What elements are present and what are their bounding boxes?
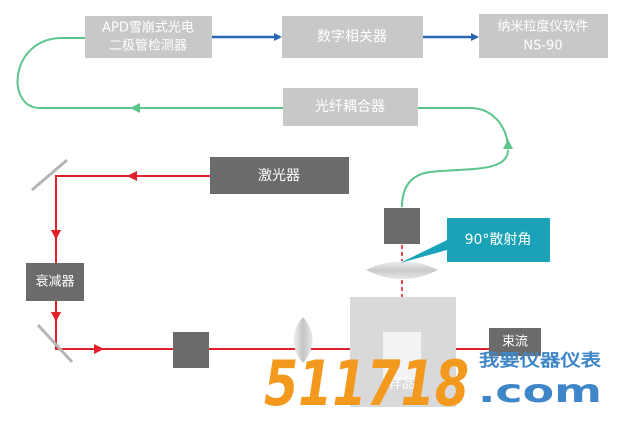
apd-label-line2: 二极管检测器 [109, 39, 187, 54]
laser-arrow-down-2 [51, 312, 61, 322]
apd-detector-box: APD雪崩式光电 二极管检测器 [85, 16, 212, 58]
software-label-line1: 纳米粒度仪软件 [497, 19, 588, 35]
laser-arrow-right [94, 344, 104, 354]
watermark-com: .com [478, 372, 602, 410]
fiber-path-upper [16, 37, 509, 149]
mirror-top [31, 158, 68, 192]
sample-cell-inner [383, 332, 421, 380]
scatter-angle-label: 90°散射角 [465, 232, 532, 248]
detector-square [384, 208, 420, 244]
fiber-path-lower [401, 149, 509, 208]
software-label-line2: NS-90 [523, 39, 562, 54]
watermark-number: 511718 [264, 347, 469, 420]
attenuator-label: 衰减器 [35, 274, 74, 290]
apd-label-line1: APD雪崩式光电 [102, 21, 194, 36]
fiber-arrow-up [503, 139, 513, 149]
scatter-angle-callout: 90°散射角 [400, 218, 550, 263]
correlator-box: 数字相关器 [282, 16, 423, 58]
focusing-lens [293, 317, 313, 363]
laser-box: 激光器 [210, 157, 349, 194]
laser-arrow-left [127, 171, 137, 181]
fiber-coupler-label: 光纤耦合器 [315, 99, 385, 115]
beam-component-square [173, 332, 209, 368]
flow-label: 束流 [502, 335, 528, 350]
watermark-logo: 511718 我要仪器仪表 .com [264, 347, 602, 420]
fiber-arrow-left [130, 103, 140, 113]
sample-label: 样品 [389, 377, 415, 392]
watermark-chinese: 我要仪器仪表 [479, 350, 602, 371]
laser-arrow-down-1 [51, 230, 61, 240]
laser-label: 激光器 [258, 167, 300, 184]
collecting-lens [366, 261, 438, 279]
fiber-coupler-box: 光纤耦合器 [283, 88, 418, 126]
attenuator-box: 衰减器 [26, 263, 84, 301]
software-box: 纳米粒度仪软件 NS-90 [479, 14, 608, 58]
mirror-bottom [36, 323, 74, 364]
correlator-label: 数字相关器 [317, 29, 387, 45]
flow-box: 束流 [489, 328, 541, 356]
